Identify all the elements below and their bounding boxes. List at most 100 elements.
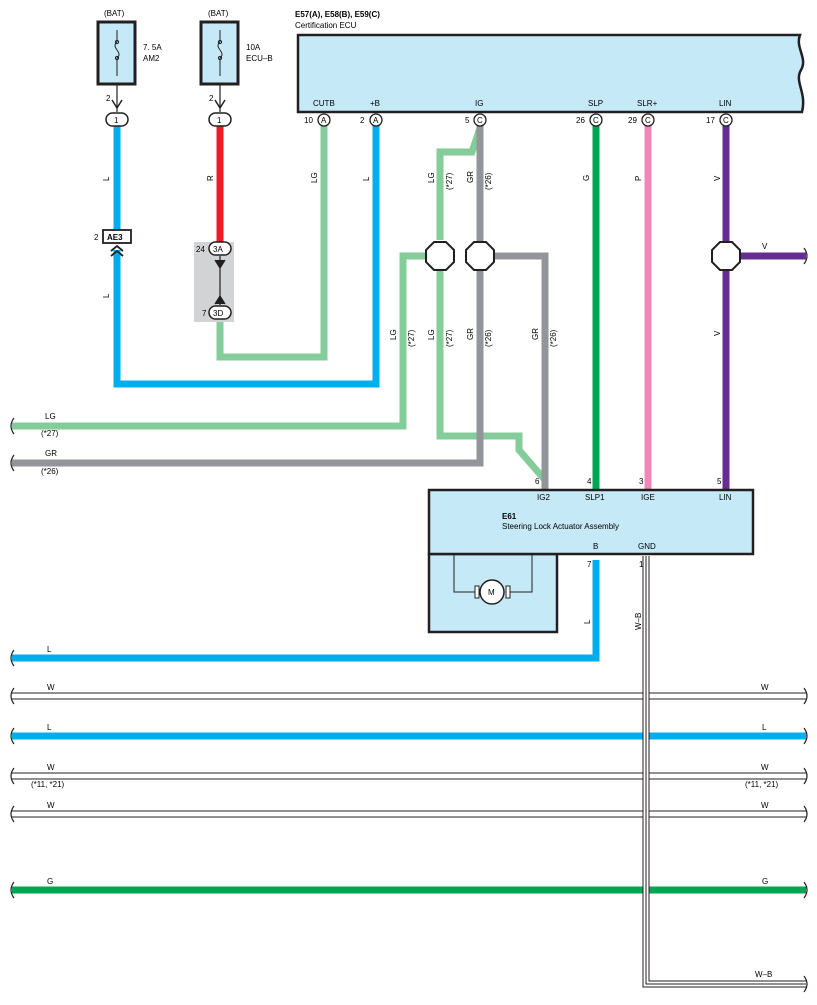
wire-gr-left (12, 270, 484, 467)
label-wb-gnd: W–B (634, 613, 643, 630)
wire-wb-gnd (642, 556, 806, 988)
ecub-connector (208, 112, 232, 127)
motor-label: M (488, 588, 495, 597)
actuator-pin-b: 7 (587, 560, 592, 569)
j3a-label: 3A (213, 245, 223, 254)
svg-text:17: 17 (706, 116, 715, 125)
svg-text:5: 5 (465, 116, 470, 125)
wb-bottom-label: W–B (755, 970, 772, 979)
actuator-code: E61 (502, 512, 517, 521)
actuator-pin-gnd: 1 (639, 560, 644, 569)
svg-text:CUTB: CUTB (313, 99, 335, 108)
left-wire-lg-note: (*27) (41, 429, 59, 438)
actuator-terminal-ige: IGE (641, 493, 655, 502)
ecu-terminal-ig: IG 5 C (465, 99, 487, 127)
actuator-pin-lin: 5 (717, 477, 722, 486)
j3d-label: 3D (213, 309, 223, 318)
ecu-terminal-slp: SLP 26 C (576, 99, 603, 127)
j3d-connector (208, 305, 232, 320)
ecu-terminal-slr: SLR+ 29 C (628, 99, 658, 127)
fuse-am2-pin: 2 (106, 94, 111, 103)
label-p-slr: P (634, 176, 643, 181)
ecu-name: Certification ECU (295, 21, 357, 30)
label-lg-branch: LG (389, 329, 398, 340)
actuator-terminal-gnd: GND (638, 542, 656, 551)
wire-lg-ig (436, 126, 484, 240)
wire-break-marks (10, 247, 808, 993)
label-lg-mid-note: (*27) (445, 329, 454, 347)
label-l-am2: L (102, 176, 111, 181)
j3a-connector (208, 241, 232, 256)
label-lg-cutb: LG (310, 172, 319, 183)
svg-text:2: 2 (360, 116, 365, 125)
label-gr-mid: GR (466, 328, 475, 340)
svg-text:SLP: SLP (588, 99, 603, 108)
splice-v (711, 241, 741, 271)
bus-w1-left: W (47, 683, 55, 692)
bus-l-left: L (47, 723, 52, 732)
am2-connector (105, 112, 129, 127)
svg-text:10: 10 (304, 116, 313, 125)
fuse-am2-name: AM2 (143, 54, 160, 63)
svg-text:29: 29 (628, 116, 637, 125)
label-gr-ig: GR (466, 171, 475, 183)
wire-gr-ig2 (494, 252, 549, 490)
label-gr-right-note: (*26) (549, 329, 558, 347)
wire-lg-left (12, 252, 426, 430)
bus-w2-left: W (47, 763, 55, 772)
actuator-pin-slp1: 4 (587, 477, 592, 486)
left-wire-lg-label: LG (45, 412, 56, 421)
fuse-ecub-supply: (BAT) (208, 9, 229, 18)
ecub-connector-pin: 1 (217, 116, 222, 125)
fuse-ecub-rating: 10A (246, 43, 261, 52)
fuse-ecub-name: ECU–B (246, 54, 273, 63)
left-wire-gr-label: GR (45, 449, 57, 458)
bus-l-b (12, 560, 600, 662)
am2-connector-pin: 1 (114, 116, 119, 125)
label-v-lin-lower: V (713, 330, 722, 336)
label-v-lin: V (713, 175, 722, 181)
actuator-terminal-ig2: IG2 (537, 493, 550, 502)
ecu-box (296, 33, 805, 114)
actuator-pin-ig2: 6 (535, 477, 540, 486)
actuator-box (427, 488, 755, 556)
ae3-chevron-icon (110, 244, 124, 257)
bus-w2-right: W (761, 763, 769, 772)
svg-text:C: C (593, 116, 599, 125)
label-v-right: V (762, 242, 768, 251)
svg-text:C: C (723, 116, 729, 125)
actuator-pin-ige: 3 (639, 477, 644, 486)
actuator-terminal-b: B (593, 542, 598, 551)
ae3-pin: 2 (94, 233, 99, 242)
fuse-am2-rating: 7. 5A (143, 43, 162, 52)
bus-w2-note-right: (*11, *21) (745, 780, 779, 789)
label-lg-ig: LG (427, 172, 436, 183)
svg-text:LIN: LIN (719, 99, 732, 108)
label-l-b: L (583, 619, 592, 624)
svg-text:C: C (645, 116, 651, 125)
label-lg-branch-note: (*27) (407, 329, 416, 347)
label-gr-mid-note: (*26) (484, 329, 493, 347)
svg-text:IG: IG (475, 99, 483, 108)
wire-lg-ig2 (436, 270, 548, 483)
label-lg-ig-note: (*27) (445, 172, 454, 190)
label-gr-right: GR (531, 328, 540, 340)
svg-text:SLR+: SLR+ (637, 99, 658, 108)
bus-w2-note-left: (*11, *21) (31, 780, 65, 789)
actuator-terminal-lin: LIN (719, 493, 732, 502)
bus-g-right: G (762, 877, 768, 886)
fuse-am2-supply: (BAT) (104, 9, 125, 18)
label-r-ecub: R (206, 175, 215, 181)
label-l-am2-lower: L (102, 293, 111, 298)
bus-g-left: G (47, 877, 53, 886)
splice-lg (425, 241, 455, 271)
bus-w3-right: W (761, 801, 769, 810)
svg-text:A: A (373, 116, 379, 125)
left-wire-gr-note: (*26) (41, 467, 59, 476)
ecu-terminal-lin: LIN 17 C (706, 99, 733, 127)
label-l-plusb: L (362, 176, 371, 181)
label-g-slp: G (582, 175, 591, 181)
bus-w3-left: W (47, 801, 55, 810)
bus-l-right: L (762, 723, 767, 732)
